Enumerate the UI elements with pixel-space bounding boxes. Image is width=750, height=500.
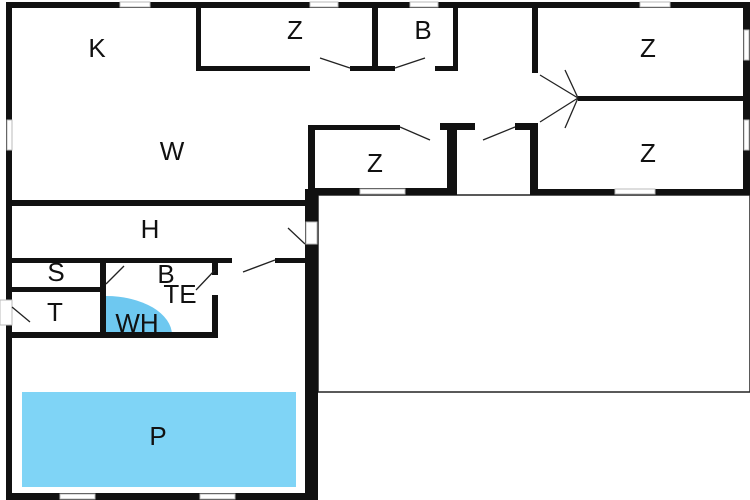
doors: [11, 57, 579, 323]
terrace-outline: [317, 194, 750, 393]
room-label-hall: H: [141, 214, 160, 244]
room-label-whirlpool: WH: [115, 308, 158, 338]
room-label-kitchen: K: [88, 33, 106, 63]
room-label-bathroom-top: B: [414, 15, 431, 45]
room-label-bedroom-top: Z: [287, 15, 303, 45]
room-label-toilet: T: [47, 297, 63, 327]
pool: [22, 392, 296, 487]
room-label-bathroom-lower: B: [157, 259, 174, 289]
room-label-living: W: [160, 136, 185, 166]
walls: [6, 2, 750, 500]
room-label-bedroom-top-right: Z: [640, 33, 656, 63]
room-label-pool: P: [149, 421, 166, 451]
room-label-storage: S: [47, 257, 64, 287]
room-label-bedroom-right: Z: [640, 138, 656, 168]
room-label-technical: TE: [163, 279, 196, 309]
room-label-bedroom-middle: Z: [367, 148, 383, 178]
whirlpool: [106, 296, 172, 335]
